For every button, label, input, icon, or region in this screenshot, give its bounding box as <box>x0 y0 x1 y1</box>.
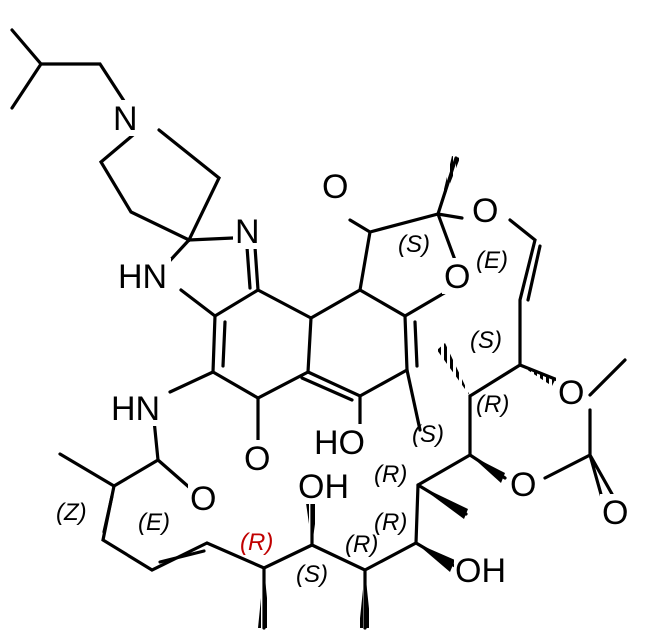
stereo-r-lower: (R) <box>345 531 378 558</box>
stereo-e-enol: (E) <box>476 247 508 274</box>
hn-ring-label: HN <box>118 258 167 296</box>
hash-bond <box>306 503 318 545</box>
o-ketone-label: O <box>322 168 348 206</box>
oh-lower-label: OH <box>455 552 506 590</box>
stereo-s-lower: (S) <box>296 561 328 588</box>
stereo-s-spiro: (S) <box>398 231 430 258</box>
stereo-r-acetate: (R) <box>476 391 509 418</box>
wedge-bond <box>418 485 468 519</box>
n-imine-label: N <box>235 213 260 251</box>
o-acetate-ester-label: O <box>510 466 536 504</box>
wedge-bond <box>416 543 455 572</box>
hash-bond <box>520 365 556 386</box>
stereo-bonds <box>258 156 556 628</box>
o-acetate-carbonyl-label: O <box>602 494 628 532</box>
wedge-bond <box>470 455 505 483</box>
n-piperidine-label: N <box>113 100 138 138</box>
hash-bond <box>258 568 270 628</box>
hash-bond <box>437 343 470 396</box>
stereo-s-methoxy: (S) <box>470 327 502 354</box>
stereo-r-highlighted: (R) <box>240 529 273 556</box>
o-quinone-label: O <box>244 440 270 478</box>
o-ether-label: O <box>472 192 498 230</box>
o-amide-label: O <box>190 480 216 518</box>
oh-phenol-label: HO <box>314 424 365 462</box>
stereo-descriptors: (S) (E) (S) (R) (S) (R) (R) (Z) (E) (R) … <box>56 231 509 588</box>
stereo-r-oh: (R) <box>374 509 407 536</box>
stereo-z-alkene: (Z) <box>56 499 87 526</box>
stereo-s-mid: (S) <box>412 421 444 448</box>
hash-bond <box>438 156 460 214</box>
stereo-r-quat: (R) <box>374 461 407 488</box>
hn-amide-label: HN <box>111 390 160 428</box>
stereo-e-alkene: (E) <box>138 509 170 536</box>
bond-skeleton <box>10 28 627 630</box>
hash-bond <box>359 570 371 628</box>
atom-labels: N N HN O O O HN O HO OH OH O O O O <box>110 100 632 590</box>
oh-upper-label: OH <box>298 468 349 506</box>
o-methoxy-label: O <box>558 374 584 412</box>
o-furan-label: O <box>444 258 470 296</box>
